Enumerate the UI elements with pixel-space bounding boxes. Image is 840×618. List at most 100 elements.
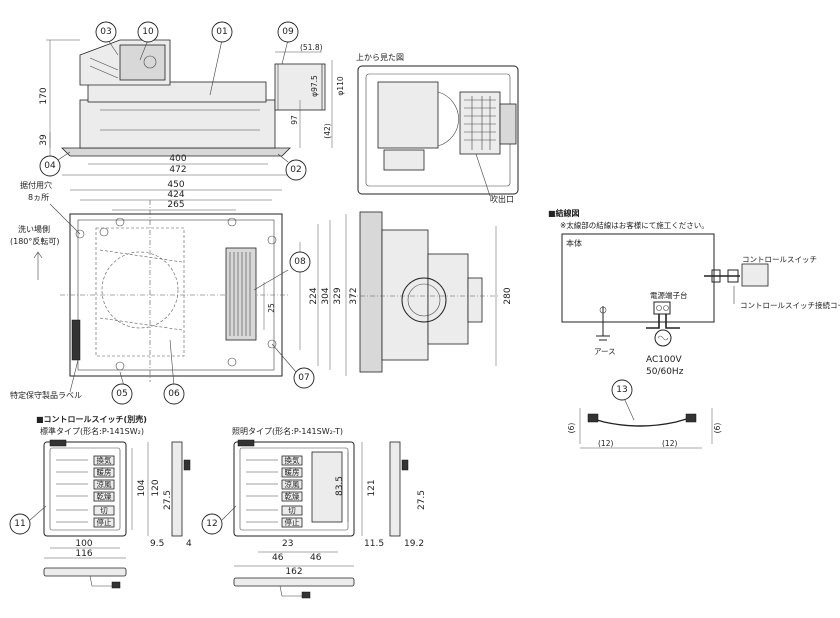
wiring-diagram: ■結線図 ※太線部の結線はお客様にて施工ください。 本体 電源端子台 AC100…	[548, 208, 840, 377]
callout-01	[211, 21, 233, 43]
light-dim-46a: 46	[272, 553, 284, 563]
std-dim-104: 104	[137, 479, 147, 496]
std-btn-0: 換気	[97, 455, 112, 465]
mounting-holes	[75, 217, 277, 371]
switch-section: ■コントロールスイッチ(別売) 標準タイプ(形名:P-141SW₂) 照明タイプ…	[36, 414, 343, 436]
reversible-label: (180°反転可)	[10, 236, 60, 246]
plan-grille	[225, 247, 257, 341]
svg-text:08: 08	[294, 257, 306, 267]
side-duct-housing	[427, 253, 469, 345]
dim-224: 224	[309, 287, 319, 304]
svg-text:09: 09	[282, 27, 294, 37]
side-duct-circle	[401, 277, 447, 323]
std-dim-100: 100	[75, 539, 92, 549]
dim-25: 25	[267, 303, 276, 313]
product-label-patch	[71, 319, 81, 361]
light-dim-162: 162	[285, 567, 302, 577]
product-label: 特定保守製品ラベル	[10, 390, 82, 400]
light-switch-side	[389, 441, 401, 537]
std-btn-5: 停止	[97, 517, 112, 527]
dim-329: 329	[333, 287, 343, 304]
wiring-power: AC100V	[646, 355, 682, 365]
lighting-switch: 換気 暖房 涼風 乾燥 切 停止 83.5 121 23 46 46 162 2…	[201, 439, 427, 599]
top-view: 上から見た図 吹出口	[356, 53, 519, 204]
std-btn-3: 乾燥	[97, 491, 112, 501]
dim-280: 280	[503, 287, 513, 304]
wiring-terminal-label: 電源端子台	[650, 290, 688, 300]
svg-text:05: 05	[116, 389, 127, 399]
svg-text:03: 03	[100, 27, 111, 37]
callout-08	[289, 251, 311, 273]
callout-11	[9, 513, 31, 535]
top-view-title: 上から見た図	[356, 53, 404, 62]
standard-type-label: 標準タイプ(形名:P-141SW₂)	[40, 426, 144, 436]
cord-view: (6) (12) (12) (6) 13	[567, 379, 722, 449]
top-view-frame	[357, 65, 519, 195]
dim-39: 39	[39, 134, 49, 146]
switch-section-title: ■コントロールスイッチ(別売)	[36, 414, 147, 424]
dim-97-5: φ97.5	[310, 75, 319, 97]
dim-110: φ110	[336, 76, 345, 95]
light-btn-3: 乾燥	[285, 491, 300, 501]
side-flange	[359, 211, 383, 373]
dim-51-8: (51.8)	[300, 43, 323, 52]
hanging-hole-label: 据付用穴	[20, 180, 52, 190]
callout-12	[201, 513, 223, 535]
std-switch-side	[171, 441, 183, 537]
hanging-hole-size: 8ヵ所	[28, 192, 49, 202]
light-dim-46b: 46	[310, 553, 322, 563]
standard-switch-plate	[43, 441, 127, 537]
side-view: 280	[350, 211, 513, 373]
svg-text:06: 06	[168, 389, 180, 399]
dim-450: 450	[167, 180, 184, 190]
wiring-freq: 50/60Hz	[646, 367, 684, 377]
plan-motor-outline	[95, 227, 185, 357]
light-btn-5: 停止	[285, 517, 300, 527]
svg-text:10: 10	[142, 27, 154, 37]
svg-text:13: 13	[616, 385, 627, 395]
light-btn-0: 換気	[285, 455, 300, 465]
top-view-motor	[377, 81, 439, 149]
lighting-type-label: 照明タイプ(形名:P-141SW₂-T)	[232, 426, 343, 436]
front-view: 170 39 400 472 (51.8) φ97.5 φ110 97 (42)	[39, 39, 345, 176]
standard-switch-buttons: 換気 暖房 涼風 乾燥 切 停止	[93, 455, 115, 528]
dim-400: 400	[169, 154, 186, 164]
plan-fan-circle	[101, 251, 179, 329]
callout-13	[611, 379, 633, 401]
front-body	[79, 99, 276, 149]
std-btn-4: 切	[100, 506, 108, 515]
dim-472: 472	[169, 165, 186, 175]
dim-304: 304	[321, 287, 331, 304]
light-dim-27-5: 27.5	[417, 490, 427, 510]
top-view-terminal	[459, 91, 501, 155]
cord-dim-6b: (6)	[713, 423, 722, 434]
wiring-note: ※太線部の結線はお客様にて施工ください。	[560, 220, 709, 230]
callout-04	[39, 155, 61, 177]
wash-side-label: 洗い場側	[18, 224, 50, 234]
cord-dim-12b: (12)	[662, 439, 677, 448]
light-dim-121: 121	[367, 479, 377, 496]
dim-97: 97	[290, 115, 299, 125]
front-callouts: 03 10 01 09 04 02	[39, 21, 307, 181]
std-dim-9-5: 9.5	[150, 539, 164, 549]
light-dim-23: 23	[282, 539, 293, 549]
outlet-label: 吹出口	[490, 194, 514, 204]
dim-265: 265	[167, 200, 184, 210]
light-btn-4: 切	[288, 506, 296, 515]
plan-callouts: 08 05 06 07	[111, 251, 315, 405]
dim-170: 170	[39, 87, 49, 104]
side-body	[381, 229, 429, 361]
front-upper-body	[87, 81, 267, 103]
plan-view: 450 424 265 据付用穴 8ヵ所 洗い場側 (180°	[10, 180, 359, 400]
light-dim-11-5: 11.5	[364, 539, 384, 549]
callout-02	[285, 159, 307, 181]
wiring-earth: アース	[594, 347, 616, 356]
callout-07	[293, 367, 315, 389]
standard-switch: 換気 暖房 涼風 乾燥 切 停止 104 120 100 116 27.5 9.…	[9, 439, 192, 589]
std-dim-120: 120	[151, 479, 161, 496]
dim-42: (42)	[323, 123, 332, 138]
svg-text:11: 11	[14, 519, 25, 529]
callout-09	[277, 21, 299, 43]
svg-text:04: 04	[44, 161, 56, 171]
